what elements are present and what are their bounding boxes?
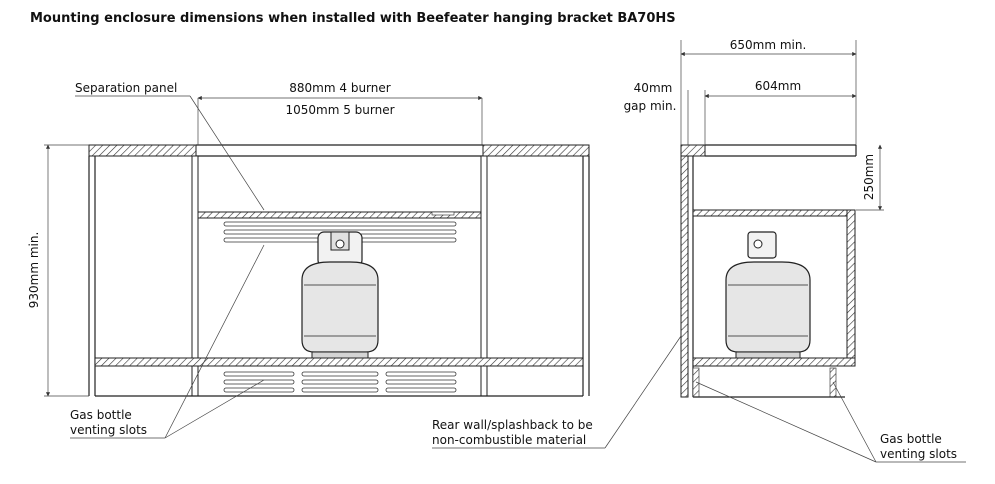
countertop-right [482, 144, 590, 157]
gas-bottle-front-icon [301, 231, 379, 359]
separation-panel-label: Separation panel [75, 81, 177, 95]
rear-wall-label-line1: Rear wall/splashback to be [432, 418, 593, 432]
panel-height-label: 250mm [862, 154, 876, 200]
separation-panel [197, 211, 482, 219]
width-5-burner-label: 1050mm 5 burner [285, 103, 394, 117]
lower-venting-slots [223, 371, 457, 393]
width-4-burner-label: 880mm 4 burner [289, 81, 390, 95]
gap-label-line1: 40mm [634, 81, 673, 95]
rear-wall-label-line2: non-combustible material [432, 433, 586, 447]
side-bottom-shelf [692, 357, 856, 367]
depth-min-label: 650mm min. [730, 38, 807, 52]
bottom-shelf [94, 357, 584, 367]
gas-bottle-side-icon [725, 231, 811, 359]
height-min-label: 930mm min. [27, 232, 41, 309]
rear-wall [680, 144, 689, 398]
inner-depth-label: 604mm [755, 79, 801, 93]
side-front-wall [846, 209, 856, 363]
side-countertop [680, 144, 706, 157]
front-view: 880mm 4 burner 1050mm 5 burner Separatio… [27, 81, 590, 439]
side-separation-panel [692, 209, 848, 217]
diagram-title: Mounting enclosure dimensions when insta… [30, 11, 676, 26]
side-venting-slots [692, 367, 837, 398]
side-vent-label-line2: venting slots [880, 447, 957, 461]
front-vent-label-line2: venting slots [70, 423, 147, 437]
front-vent-label-line1: Gas bottle [70, 408, 132, 422]
side-vent-label-line1: Gas bottle [880, 432, 942, 446]
countertop-left [88, 144, 197, 157]
gap-label-line2: gap min. [624, 99, 677, 113]
side-view: 650mm min. 604mm 40mm gap min. 250mm Rea… [432, 38, 966, 463]
